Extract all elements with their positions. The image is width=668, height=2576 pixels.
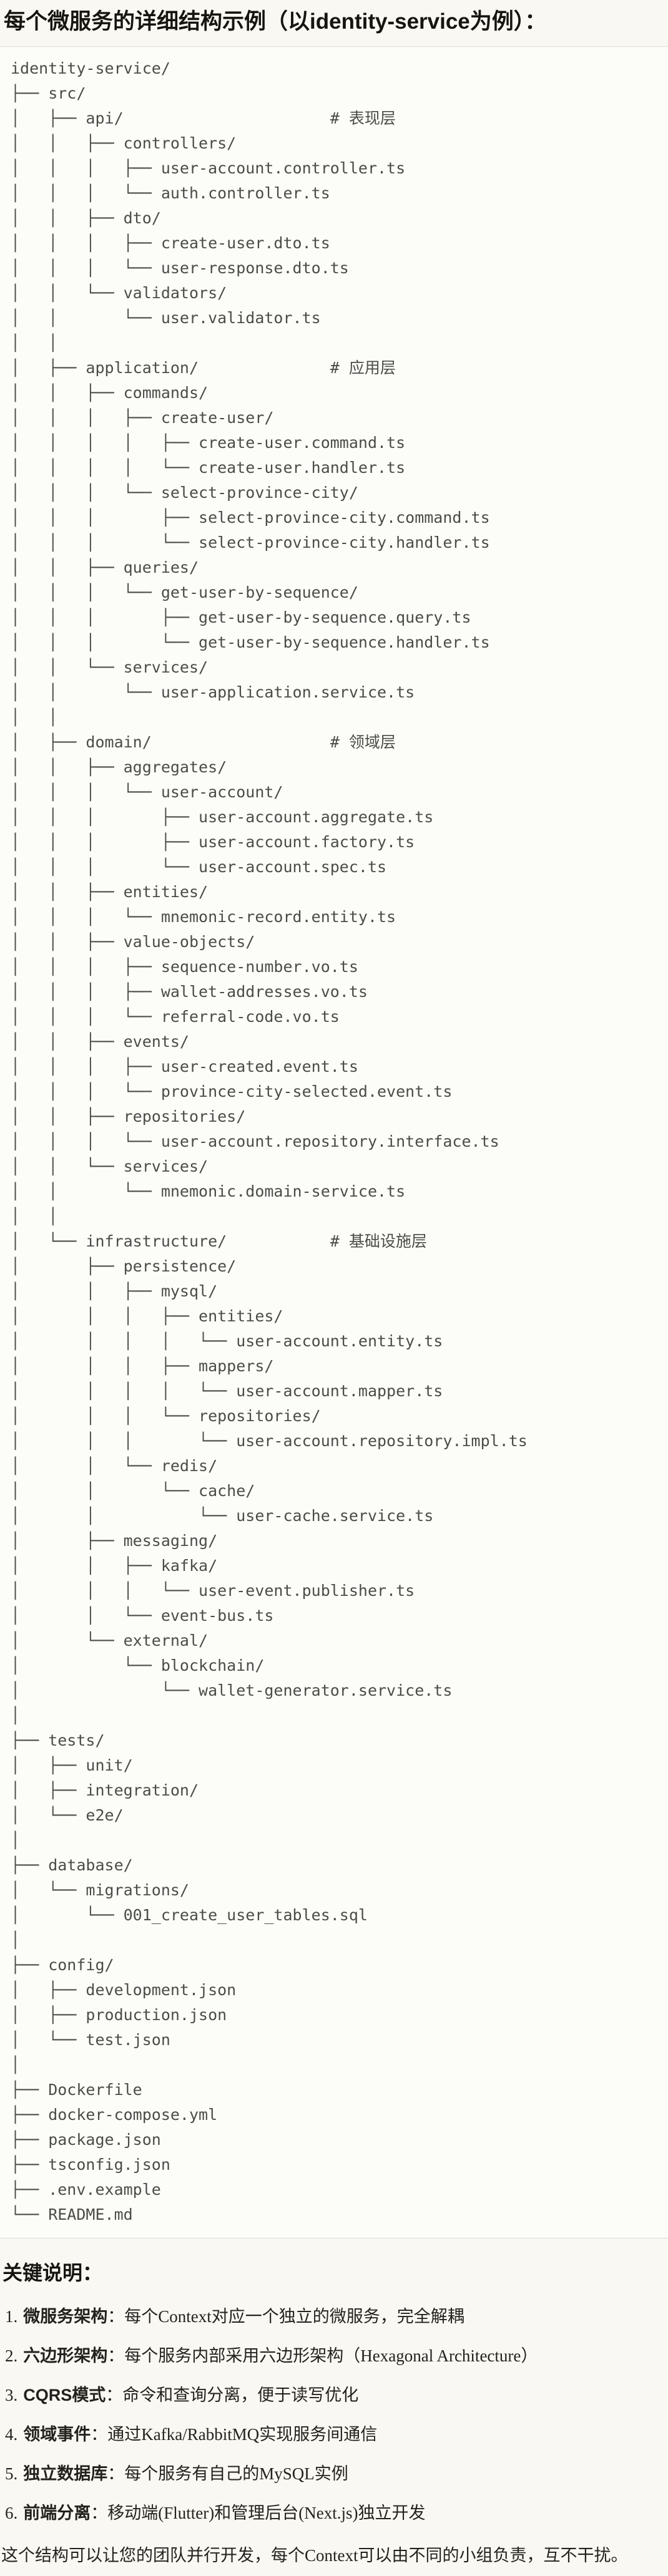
note-term: CQRS模式 (23, 2386, 106, 2404)
notes-heading: 关键说明： (2, 2262, 103, 2284)
note-item: 5. 独立数据库：每个服务有自己的MySQL实例 (5, 2462, 663, 2486)
note-number: 1. (5, 2307, 18, 2326)
note-text: ：每个服务内部采用六边形架构（Hexagonal Architecture） (107, 2346, 538, 2365)
note-term: 微服务架构 (23, 2307, 108, 2326)
directory-tree: identity-service/ ├── src/ │ ├── api/ # … (0, 46, 668, 2238)
note-item: 2. 六边形架构：每个服务内部采用六边形架构（Hexagonal Architec… (5, 2344, 663, 2368)
note-term: 独立数据库 (23, 2464, 108, 2483)
closing-paragraph: 这个结构可以让您的团队并行开发，每个Context可以由不同的小组负责，互不干扰… (1, 2546, 628, 2565)
note-text: ：每个服务有自己的MySQL实例 (107, 2464, 348, 2483)
note-number: 5. (5, 2464, 18, 2483)
note-text: ：移动端(Flutter)和管理后台(Next.js)独立开发 (91, 2504, 426, 2522)
note-text: ：每个Context对应一个独立的微服务，完全解耦 (107, 2307, 464, 2326)
page-title: 每个微服务的详细结构示例（以identity-service为例）： (4, 9, 547, 34)
note-term: 前端分离 (23, 2504, 91, 2522)
note-number: 2. (5, 2346, 18, 2365)
note-number: 3. (5, 2386, 18, 2404)
note-text: ：命令和查询分离，便于读写优化 (106, 2386, 359, 2404)
note-term: 领域事件 (23, 2425, 91, 2444)
note-item: 6. 前端分离：移动端(Flutter)和管理后台(Next.js)独立开发 (5, 2501, 663, 2525)
note-number: 4. (5, 2425, 18, 2444)
note-number: 6. (5, 2504, 18, 2522)
note-item: 1. 微服务架构：每个Context对应一个独立的微服务，完全解耦 (5, 2305, 663, 2328)
note-item: 3. CQRS模式：命令和查询分离，便于读写优化 (5, 2383, 663, 2407)
note-text: ：通过Kafka/RabbitMQ实现服务间通信 (91, 2425, 378, 2444)
note-term: 六边形架构 (23, 2346, 108, 2365)
note-item: 4. 领域事件：通过Kafka/RabbitMQ实现服务间通信 (5, 2423, 663, 2446)
